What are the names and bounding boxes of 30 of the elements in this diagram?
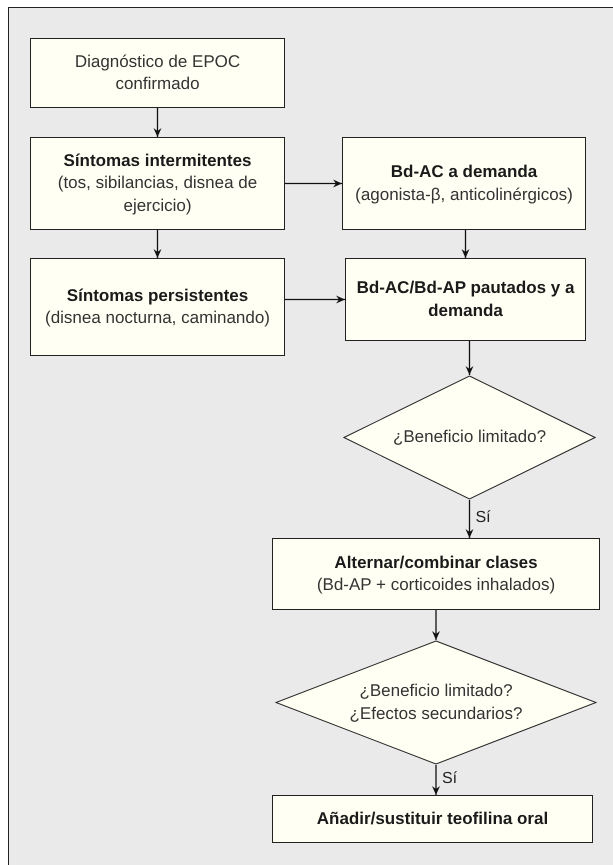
arrow bbox=[462, 230, 470, 258]
arrow bbox=[432, 765, 440, 795]
box-text: Diagnóstico de EPOC confirmado bbox=[74, 50, 242, 95]
arrow bbox=[432, 610, 440, 640]
arrow bbox=[154, 108, 162, 137]
box-text: (tos, sibilancias, disnea de ejercicio) bbox=[56, 172, 258, 217]
decision-text: ¿Beneficio limitado? bbox=[392, 426, 546, 448]
box-heading: Síntomas persistentes bbox=[66, 284, 248, 307]
box-heading: Síntomas intermitentes bbox=[64, 150, 252, 172]
arrow bbox=[466, 500, 474, 538]
process-box bbox=[30, 137, 285, 230]
process-box bbox=[272, 795, 593, 843]
decision-text: ¿Beneficio limitado? bbox=[359, 680, 513, 702]
arrow bbox=[285, 180, 342, 188]
decision-text: ¿Efectos secundarios? bbox=[350, 702, 522, 724]
process-box bbox=[30, 258, 285, 356]
arrow bbox=[154, 230, 162, 258]
box-text: (disnea nocturna, caminando) bbox=[45, 307, 270, 329]
process-box bbox=[272, 538, 600, 610]
box-heading: Bd-AC a demanda bbox=[390, 161, 538, 184]
box-text: (agonista-β, anticolinérgicos) bbox=[355, 184, 573, 206]
arrow bbox=[285, 296, 345, 304]
process-box bbox=[345, 258, 586, 341]
box-text: (Bd-AP + corticoides inhalados) bbox=[316, 574, 556, 596]
arrow bbox=[466, 341, 474, 375]
process-box bbox=[30, 38, 285, 108]
box-heading: Bd-AC/Bd-AP pautados y a demanda bbox=[356, 277, 576, 322]
process-box bbox=[342, 137, 586, 230]
box-heading: Alternar/combinar clases bbox=[334, 552, 538, 574]
box-heading: Añadir/sustituir teofilina oral bbox=[316, 808, 548, 830]
